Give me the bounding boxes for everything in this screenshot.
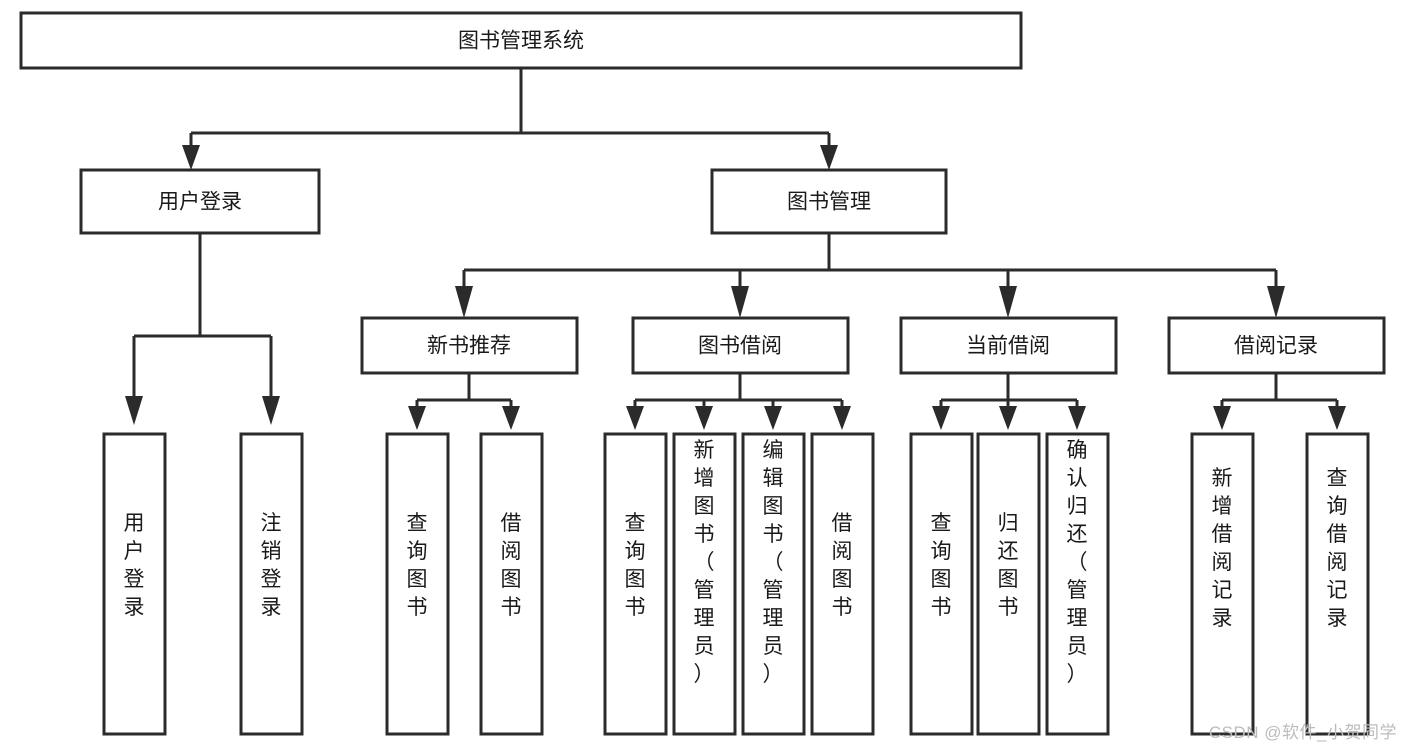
node-leaf-borrow-book-2-box[interactable]	[810, 432, 875, 736]
arrow-icon-borrow-record	[1267, 286, 1285, 318]
node-user-login[interactable]: 用户登录	[79, 168, 321, 235]
arrow-icon-leaf-logout	[262, 396, 280, 425]
arrow-icon-book-management	[820, 145, 838, 170]
node-leaf-user-login-box[interactable]	[102, 432, 167, 736]
node-leaf-logout-box[interactable]	[239, 432, 304, 736]
node-leaf-borrow-book-2-label: 借阅图书	[832, 512, 853, 619]
node-leaf-query-book-1-label: 查询图书	[407, 512, 428, 619]
node-leaf-borrow-book-1-label: 借阅图书	[501, 512, 522, 619]
arrow-icon-leaf-query-book-2	[626, 406, 644, 430]
arrow-icon-current-borrow	[999, 286, 1017, 318]
node-book-management-box[interactable]	[710, 168, 948, 235]
arrow-icon-book-borrow	[731, 286, 749, 318]
arrow-icon-leaf-borrow-book-2	[833, 406, 851, 430]
node-current-borrow-label: 当前借阅	[966, 335, 1050, 358]
node-book-management-label: 图书管理	[787, 191, 871, 214]
arrow-icon-leaf-query-record	[1328, 406, 1346, 430]
node-leaf-query-book-2-label: 查询图书	[625, 512, 646, 619]
node-leaf-logout[interactable]: 注销登录	[239, 432, 304, 736]
arrow-icon-leaf-query-book-3	[932, 406, 950, 430]
node-leaf-user-login-label: 用户登录	[124, 512, 145, 619]
arrow-icon-leaf-confirm-return	[1068, 406, 1086, 430]
node-leaf-user-login[interactable]: 用户登录	[102, 432, 167, 736]
node-leaf-confirm-return-box[interactable]	[1045, 432, 1110, 736]
node-leaf-confirm-return-label: 确认归还（管理员）	[1067, 439, 1088, 686]
node-leaf-add-book[interactable]: 新增图书（管理员）	[672, 432, 737, 736]
node-leaf-query-book-2-box[interactable]	[603, 432, 668, 736]
node-user-login-label: 用户登录	[158, 191, 242, 214]
node-user-login-box[interactable]	[79, 168, 321, 235]
node-leaf-query-book-1[interactable]: 查询图书	[385, 432, 450, 736]
node-leaf-edit-book-box[interactable]	[741, 432, 806, 736]
node-leaf-borrow-book-1-box[interactable]	[479, 432, 544, 736]
node-book-borrow-box[interactable]	[631, 316, 850, 375]
arrow-icon-leaf-add-book	[695, 406, 713, 430]
node-borrow-record[interactable]: 借阅记录	[1167, 316, 1386, 375]
node-leaf-query-record[interactable]: 查询借阅记录	[1305, 432, 1370, 736]
connector-layer	[125, 68, 1346, 430]
node-leaf-query-book-3-box[interactable]	[909, 432, 974, 736]
arrow-icon-leaf-user-login	[125, 396, 143, 425]
node-borrow-record-box[interactable]	[1167, 316, 1386, 375]
node-book-borrow-label: 图书借阅	[698, 335, 782, 358]
arrow-icon-leaf-borrow-book-1	[502, 406, 520, 430]
node-leaf-query-book-3[interactable]: 查询图书	[909, 432, 974, 736]
arrow-icon-new-book	[455, 286, 473, 318]
arrow-icon-user-login	[182, 145, 200, 170]
node-leaf-edit-book[interactable]: 编辑图书（管理员）	[741, 432, 806, 736]
node-leaf-confirm-return[interactable]: 确认归还（管理员）	[1045, 432, 1110, 736]
node-root-box[interactable]	[19, 11, 1023, 70]
node-new-book-recommend-label: 新书推荐	[427, 335, 511, 358]
node-book-borrow[interactable]: 图书借阅	[631, 316, 850, 375]
node-leaf-add-record-label: 新增借阅记录	[1212, 467, 1233, 630]
node-leaf-borrow-book-2[interactable]: 借阅图书	[810, 432, 875, 736]
node-borrow-record-label: 借阅记录	[1234, 335, 1318, 358]
node-leaf-add-book-label: 新增图书（管理员）	[694, 439, 715, 686]
arrow-icon-leaf-query-book-1	[408, 406, 426, 430]
node-leaf-borrow-book-1[interactable]: 借阅图书	[479, 432, 544, 736]
node-leaf-query-book-2[interactable]: 查询图书	[603, 432, 668, 736]
node-new-book-recommend[interactable]: 新书推荐	[360, 316, 579, 375]
node-root[interactable]: 图书管理系统	[19, 11, 1023, 70]
node-leaf-query-record-box[interactable]	[1305, 432, 1370, 736]
node-leaf-query-book-1-box[interactable]	[385, 432, 450, 736]
node-leaf-return-book[interactable]: 归还图书	[976, 432, 1041, 736]
node-leaf-add-book-box[interactable]	[672, 432, 737, 736]
node-current-borrow[interactable]: 当前借阅	[899, 316, 1118, 375]
node-current-borrow-box[interactable]	[899, 316, 1118, 375]
node-leaf-query-record-label: 查询借阅记录	[1327, 467, 1348, 630]
node-root-label: 图书管理系统	[458, 30, 584, 53]
node-leaf-query-book-3-label: 查询图书	[931, 512, 952, 619]
node-leaf-logout-label: 注销登录	[261, 512, 282, 619]
csdn-watermark: CSDN @软件_小贺同学	[1208, 723, 1397, 742]
arrow-icon-leaf-return-book	[999, 406, 1017, 430]
node-leaf-add-record-box[interactable]	[1190, 432, 1255, 736]
arrow-icon-leaf-add-record	[1213, 406, 1231, 430]
node-leaf-return-book-box[interactable]	[976, 432, 1041, 736]
node-leaf-edit-book-label: 编辑图书（管理员）	[763, 439, 784, 686]
node-leaf-add-record[interactable]: 新增借阅记录	[1190, 432, 1255, 736]
node-leaf-return-book-label: 归还图书	[998, 512, 1019, 619]
node-book-management[interactable]: 图书管理	[710, 168, 948, 235]
node-new-book-recommend-box[interactable]	[360, 316, 579, 375]
arrow-icon-leaf-edit-book	[764, 406, 782, 430]
